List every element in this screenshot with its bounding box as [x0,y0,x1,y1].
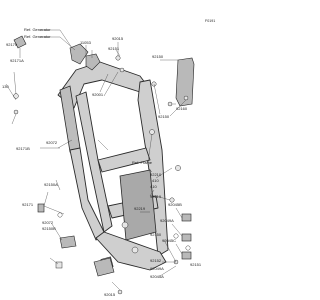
part-92151: 92151 [108,46,120,51]
part-92049a-2: 92049A [150,266,164,271]
part-410-a: 410 [152,178,159,183]
right-side-bracket [151,57,195,107]
ref-frame-label: Ref. Frame [132,160,153,165]
leader-lines [5,29,187,291]
part-92150-r2: 92150 [158,114,170,119]
left-side-hardware [13,93,77,269]
part-92152: 92152 [150,258,162,263]
detail-markers [57,212,191,251]
part-92015-top: 92015 [112,36,124,41]
part-92045a: 92045A [150,274,164,279]
ref-generator-label-1: Ref. Generator [24,27,51,32]
part-92015-bottom: 92015 [104,292,116,297]
bottom-hardware [93,257,123,295]
part-92045b: 92045B [168,202,182,207]
frame-exploded-diagram: F0191 [2,19,215,297]
part-92150b: 92150B [42,226,56,231]
part-410-b: 410 [150,184,157,189]
part-92150c: 92150 [150,232,162,237]
part-92072-b: 92072 [42,220,54,225]
part-92150-r1: 92150 [152,54,164,59]
diagram-code: F0191 [205,19,215,23]
part-11053: 11053 [80,40,92,45]
part-92170: 92170 [6,42,18,47]
part-92160: 92160 [176,106,188,111]
part-130: 130 [2,84,9,89]
part-92150a: 92150A [44,182,58,187]
part-92171c: 92171 [22,202,34,207]
part-92049a-1: 92049A [160,218,174,223]
part-92072: 92072 [46,140,58,145]
main-frame [57,61,169,271]
part-labels: Ref. Generator Ref. Generator 92170 1105… [2,27,202,297]
lower-right-parts [169,165,192,265]
ref-generator-label-2: Ref. Generator [24,34,51,39]
part-92210: 92210 [150,172,162,177]
part-92151-b: 92151 [190,262,202,267]
part-92171b: 92171B [16,146,30,151]
part-92219-b: 92219 [134,206,146,211]
generator-bracket-parts [13,35,125,73]
part-92219: 92219 [150,194,162,199]
part-92171a: 92171A [10,58,24,63]
part-92001: 92001 [92,92,104,97]
part-92045c: 92045C [162,238,176,243]
